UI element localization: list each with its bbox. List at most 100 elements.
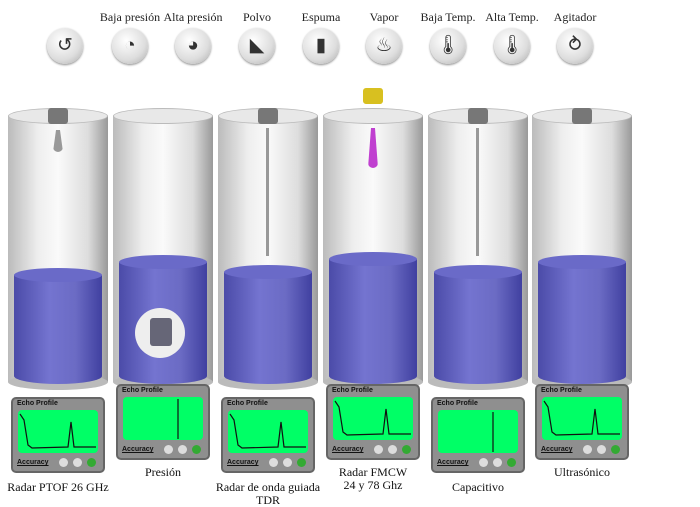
echo-profile-title: Echo Profile: [437, 400, 478, 407]
agitator-icon[interactable]: ⥁: [557, 28, 593, 64]
condition-label: Baja presión: [99, 10, 161, 24]
level-sensor-icon: [363, 88, 383, 104]
accuracy-led: [164, 445, 173, 454]
accuracy-led-active: [297, 458, 306, 467]
technology-label-line: 24 y 78 Ghz: [343, 478, 403, 492]
technology-label[interactable]: Presión: [98, 466, 228, 479]
technology-label[interactable]: Ultrasónico: [517, 466, 647, 479]
condition-label: Agitador: [553, 10, 597, 24]
condition-label: [30, 10, 100, 28]
high-thermometer-icon[interactable]: 🌡: [494, 28, 530, 64]
accuracy-led: [59, 458, 68, 467]
probe-rod: [266, 128, 269, 256]
echo-profile-title: Echo Profile: [332, 387, 373, 394]
accuracy-led: [73, 458, 82, 467]
condition-label: Alta Temp.: [485, 10, 539, 24]
accuracy-led: [388, 445, 397, 454]
accuracy-led-active: [402, 445, 411, 454]
condition-label: Alta presión: [163, 10, 223, 24]
accuracy-label: Accuracy: [437, 459, 469, 466]
liquid-level: [538, 255, 626, 384]
technology-label-line: Radar PTOF 26 GHz: [7, 480, 109, 494]
echo-screen: [18, 410, 98, 453]
tank[interactable]: [218, 108, 318, 390]
condition-9[interactable]: Agitador ⥁: [540, 10, 610, 64]
technology-label-line: Radar FMCW: [338, 465, 408, 479]
swirl-icon[interactable]: ↺: [47, 28, 83, 64]
accuracy-led: [178, 445, 187, 454]
condition-5[interactable]: Espuma ▮: [286, 10, 356, 64]
accuracy-label: Accuracy: [17, 459, 49, 466]
low-pressure-gauge-icon[interactable]: ◔: [112, 28, 148, 64]
condition-3[interactable]: Alta presión ◕: [158, 10, 228, 64]
echo-screen: [228, 410, 308, 453]
tank[interactable]: [532, 108, 632, 390]
liquid-level: [434, 265, 522, 384]
echo-profile-panel: Echo Profile Accuracy: [11, 397, 105, 473]
tank[interactable]: [113, 108, 213, 390]
condition-6[interactable]: Vapor ♨: [349, 10, 419, 64]
echo-profile-panel: Echo Profile Accuracy: [116, 384, 210, 460]
echo-profile-panel: Echo Profile Accuracy: [221, 397, 315, 473]
beam-icon: [53, 130, 63, 152]
echo-screen: [542, 397, 622, 440]
echo-screen: [333, 397, 413, 440]
echo-profile-title: Echo Profile: [227, 400, 268, 407]
accuracy-label: Accuracy: [332, 446, 364, 453]
accuracy-led: [283, 458, 292, 467]
condition-1[interactable]: ↺: [30, 10, 100, 64]
echo-screen: [438, 410, 518, 453]
liquid-level: [329, 252, 417, 384]
accuracy-led-active: [192, 445, 201, 454]
level-sensor-icon: [48, 108, 68, 124]
accuracy-led-active: [507, 458, 516, 467]
accuracy-led: [583, 445, 592, 454]
condition-label: Polvo: [242, 10, 271, 24]
accuracy-led: [479, 458, 488, 467]
echo-screen: [123, 397, 203, 440]
tank[interactable]: [323, 88, 423, 390]
accuracy-led: [597, 445, 606, 454]
high-pressure-gauge-icon[interactable]: ◕: [175, 28, 211, 64]
technology-label-line: Capacitivo: [452, 480, 504, 494]
dust-icon[interactable]: ◣: [239, 28, 275, 64]
probe-rod: [476, 128, 479, 256]
condition-label: Vapor: [369, 10, 399, 24]
liquid-level: [14, 268, 102, 384]
technology-label[interactable]: Capacitivo: [413, 481, 543, 494]
level-sensor-icon: [258, 108, 278, 124]
condition-label: Baja Temp.: [420, 10, 476, 24]
technology-label-line: Ultrasónico: [554, 465, 610, 479]
level-sensor-icon: [468, 108, 488, 124]
steam-icon[interactable]: ♨: [366, 28, 402, 64]
echo-profile-title: Echo Profile: [17, 400, 58, 407]
condition-label: Espuma: [301, 10, 341, 24]
tank[interactable]: [428, 108, 528, 390]
accuracy-led: [493, 458, 502, 467]
echo-curve: [334, 400, 411, 436]
accuracy-label: Accuracy: [227, 459, 259, 466]
echo-profile-title: Echo Profile: [541, 387, 582, 394]
pressure-transmitter-icon: [135, 308, 185, 358]
echo-profile-panel: Echo Profile Accuracy: [535, 384, 629, 460]
accuracy-led: [374, 445, 383, 454]
accuracy-led-active: [611, 445, 620, 454]
technology-label[interactable]: Radar PTOF 26 GHz: [0, 481, 123, 494]
condition-7[interactable]: Baja Temp. 🌡: [413, 10, 483, 64]
echo-profile-title: Echo Profile: [122, 387, 163, 394]
accuracy-label: Accuracy: [541, 446, 573, 453]
foam-glass-icon[interactable]: ▮: [303, 28, 339, 64]
echo-profile-panel: Echo Profile Accuracy: [431, 397, 525, 473]
condition-4[interactable]: Polvo ◣: [222, 10, 292, 64]
low-thermometer-icon[interactable]: 🌡: [430, 28, 466, 64]
accuracy-led: [269, 458, 278, 467]
echo-profile-panel: Echo Profile Accuracy: [326, 384, 420, 460]
echo-curve: [229, 413, 306, 449]
technology-label-line: Presión: [145, 465, 181, 479]
condition-2[interactable]: Baja presión ◔: [95, 10, 165, 64]
condition-8[interactable]: Alta Temp. 🌡: [477, 10, 547, 64]
level-sensor-icon: [572, 108, 592, 124]
echo-curve: [19, 413, 96, 449]
tank[interactable]: [8, 108, 108, 390]
